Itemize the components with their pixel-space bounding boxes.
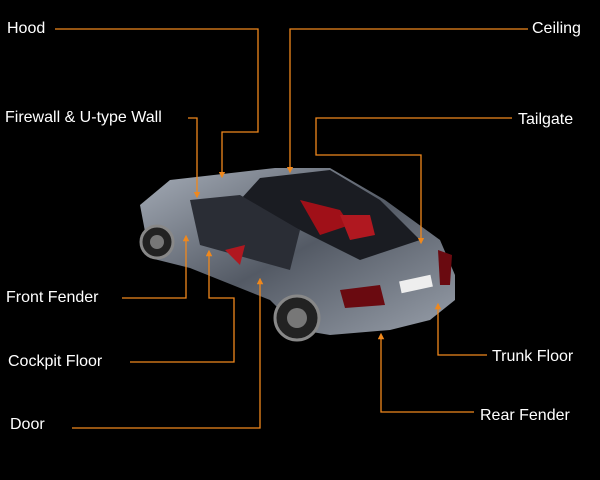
trunk-floor-leader [434, 302, 487, 356]
label-tailgate: Tailgate [518, 111, 574, 128]
label-cockpit-floor: Cockpit Floor [8, 353, 103, 370]
cockpit-floor-leader [130, 249, 235, 363]
label-rear-fender: Rear Fender [480, 407, 570, 424]
label-hood: Hood [7, 20, 46, 37]
label-ceiling: Ceiling [532, 20, 581, 37]
rear-fender-leader [377, 332, 474, 413]
front-fender-leader [122, 234, 190, 299]
door-leader [72, 277, 264, 429]
leader-lines [55, 28, 528, 429]
label-front-fender: Front Fender [6, 289, 99, 306]
ceiling-leader [286, 28, 528, 174]
label-trunk-floor: Trunk Floor [492, 348, 574, 365]
label-firewall: Firewall & U-type Wall [5, 109, 162, 126]
car-body [139, 168, 455, 342]
label-door: Door [10, 416, 45, 433]
firewall-leader [188, 117, 201, 199]
tailgate-leader [315, 117, 512, 245]
hood-leader [55, 28, 259, 179]
